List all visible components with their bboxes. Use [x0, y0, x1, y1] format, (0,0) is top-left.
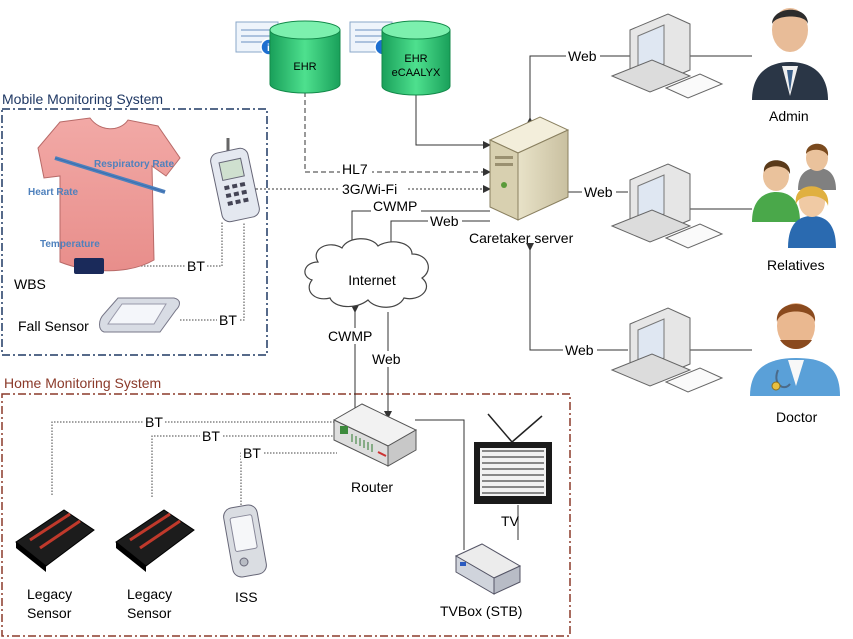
- doctor-avatar-icon: [750, 303, 840, 396]
- router-tv-lines: [415, 419, 519, 550]
- legacy-sensor-2-label-1: Legacy: [127, 586, 172, 602]
- bt-wbs-label: BT: [187, 258, 205, 274]
- admin-user: Admin: [752, 8, 828, 124]
- web-doctor-label: Web: [565, 342, 594, 358]
- sensor-mat-icon: [115, 509, 195, 572]
- legacy-sensor-1: Legacy Sensor: [15, 509, 95, 621]
- legacy-sensor-2-label-2: Sensor: [127, 605, 172, 621]
- bt-legacy1-label: BT: [145, 414, 163, 430]
- server-label: Caretaker server: [469, 230, 574, 246]
- web-admin-label: Web: [568, 48, 597, 64]
- tv-label: TV: [501, 513, 520, 529]
- mobile-group-title: Mobile Monitoring System: [2, 91, 163, 107]
- hl7-label: HL7: [342, 161, 368, 177]
- doctor-computer: [610, 307, 724, 393]
- set-top-box-icon: [454, 543, 522, 595]
- home-group-title: Home Monitoring System: [4, 375, 161, 391]
- fall-sensor-icon: [99, 297, 180, 333]
- mobile-phone: [210, 138, 260, 223]
- phone-icon: [210, 138, 260, 223]
- svg-text:i: i: [267, 43, 270, 54]
- ehr-ecaalyx-database: i EHR eCAALYX: [349, 20, 451, 96]
- computer-icon: [610, 307, 724, 393]
- web-top-label: Web: [430, 213, 459, 229]
- ehr-ecaalyx-label-2: eCAALYX: [392, 67, 441, 79]
- fall-sensor: Fall Sensor: [18, 297, 180, 334]
- wbs-label: WBS: [14, 276, 46, 292]
- temperature-label: Temperature: [40, 239, 100, 250]
- tvbox: TVBox (STB): [440, 543, 522, 619]
- bt-fall-label: BT: [219, 312, 237, 328]
- admin-computer: [610, 13, 724, 99]
- legacy-sensor-1-label-1: Legacy: [27, 586, 72, 602]
- internet-label: Internet: [348, 272, 396, 288]
- relatives-computer: [610, 163, 724, 249]
- router-icon: [332, 403, 418, 467]
- tv-icon: [474, 413, 552, 504]
- shirt-icon: [37, 117, 181, 274]
- link-labels: HL7 3G/Wi-Fi CWMP Web CWMP Web Web Web W…: [143, 48, 616, 461]
- computer-icon: [610, 163, 724, 249]
- respiratory-rate-label: Respiratory Rate: [94, 159, 174, 170]
- bt-lines: [51, 222, 337, 505]
- relatives-group-icon: [752, 143, 836, 248]
- doctor-user: Doctor: [750, 303, 840, 425]
- cwmp-mid-label: CWMP: [328, 328, 372, 344]
- home-monitoring-group: Home Monitoring System: [1, 375, 571, 637]
- bt-iss-label: BT: [243, 445, 261, 461]
- computer-icon: [610, 13, 724, 99]
- ehr-database: i EHR: [235, 20, 341, 94]
- iss-label: ISS: [235, 589, 258, 605]
- ehr-label: EHR: [293, 61, 316, 73]
- mobile-monitoring-group: Mobile Monitoring System: [1, 91, 268, 356]
- heart-rate-label: Heart Rate: [28, 187, 78, 198]
- ehr-ecaalyx-label-1: EHR: [404, 53, 427, 65]
- tvbox-label: TVBox (STB): [440, 603, 522, 619]
- iss-device: ISS: [223, 504, 267, 605]
- tv: TV: [474, 413, 552, 529]
- server-icon: [488, 116, 570, 221]
- legacy-sensor-2: Legacy Sensor: [115, 509, 195, 621]
- relatives-user: Relatives: [752, 143, 836, 273]
- internet-cloud: Internet: [304, 238, 429, 308]
- fall-sensor-label: Fall Sensor: [18, 318, 89, 334]
- router-label: Router: [351, 479, 393, 495]
- cwmp-top-label: CWMP: [373, 198, 417, 214]
- relatives-label: Relatives: [767, 257, 825, 273]
- doctor-label: Doctor: [776, 409, 818, 425]
- admin-avatar-icon: [752, 8, 828, 100]
- router: Router: [332, 403, 418, 495]
- admin-label: Admin: [769, 108, 809, 124]
- caretaker-server: Caretaker server: [469, 116, 574, 246]
- legacy-sensor-1-label-2: Sensor: [27, 605, 72, 621]
- bt-legacy2-label: BT: [202, 428, 220, 444]
- web-relatives-label: Web: [584, 184, 613, 200]
- wifi-label: 3G/Wi-Fi: [342, 181, 397, 197]
- sensor-mat-icon: [15, 509, 95, 572]
- web-mid-label: Web: [372, 351, 401, 367]
- wbs-shirt: Respiratory Rate Heart Rate Temperature …: [14, 117, 181, 292]
- handheld-icon: [223, 504, 267, 578]
